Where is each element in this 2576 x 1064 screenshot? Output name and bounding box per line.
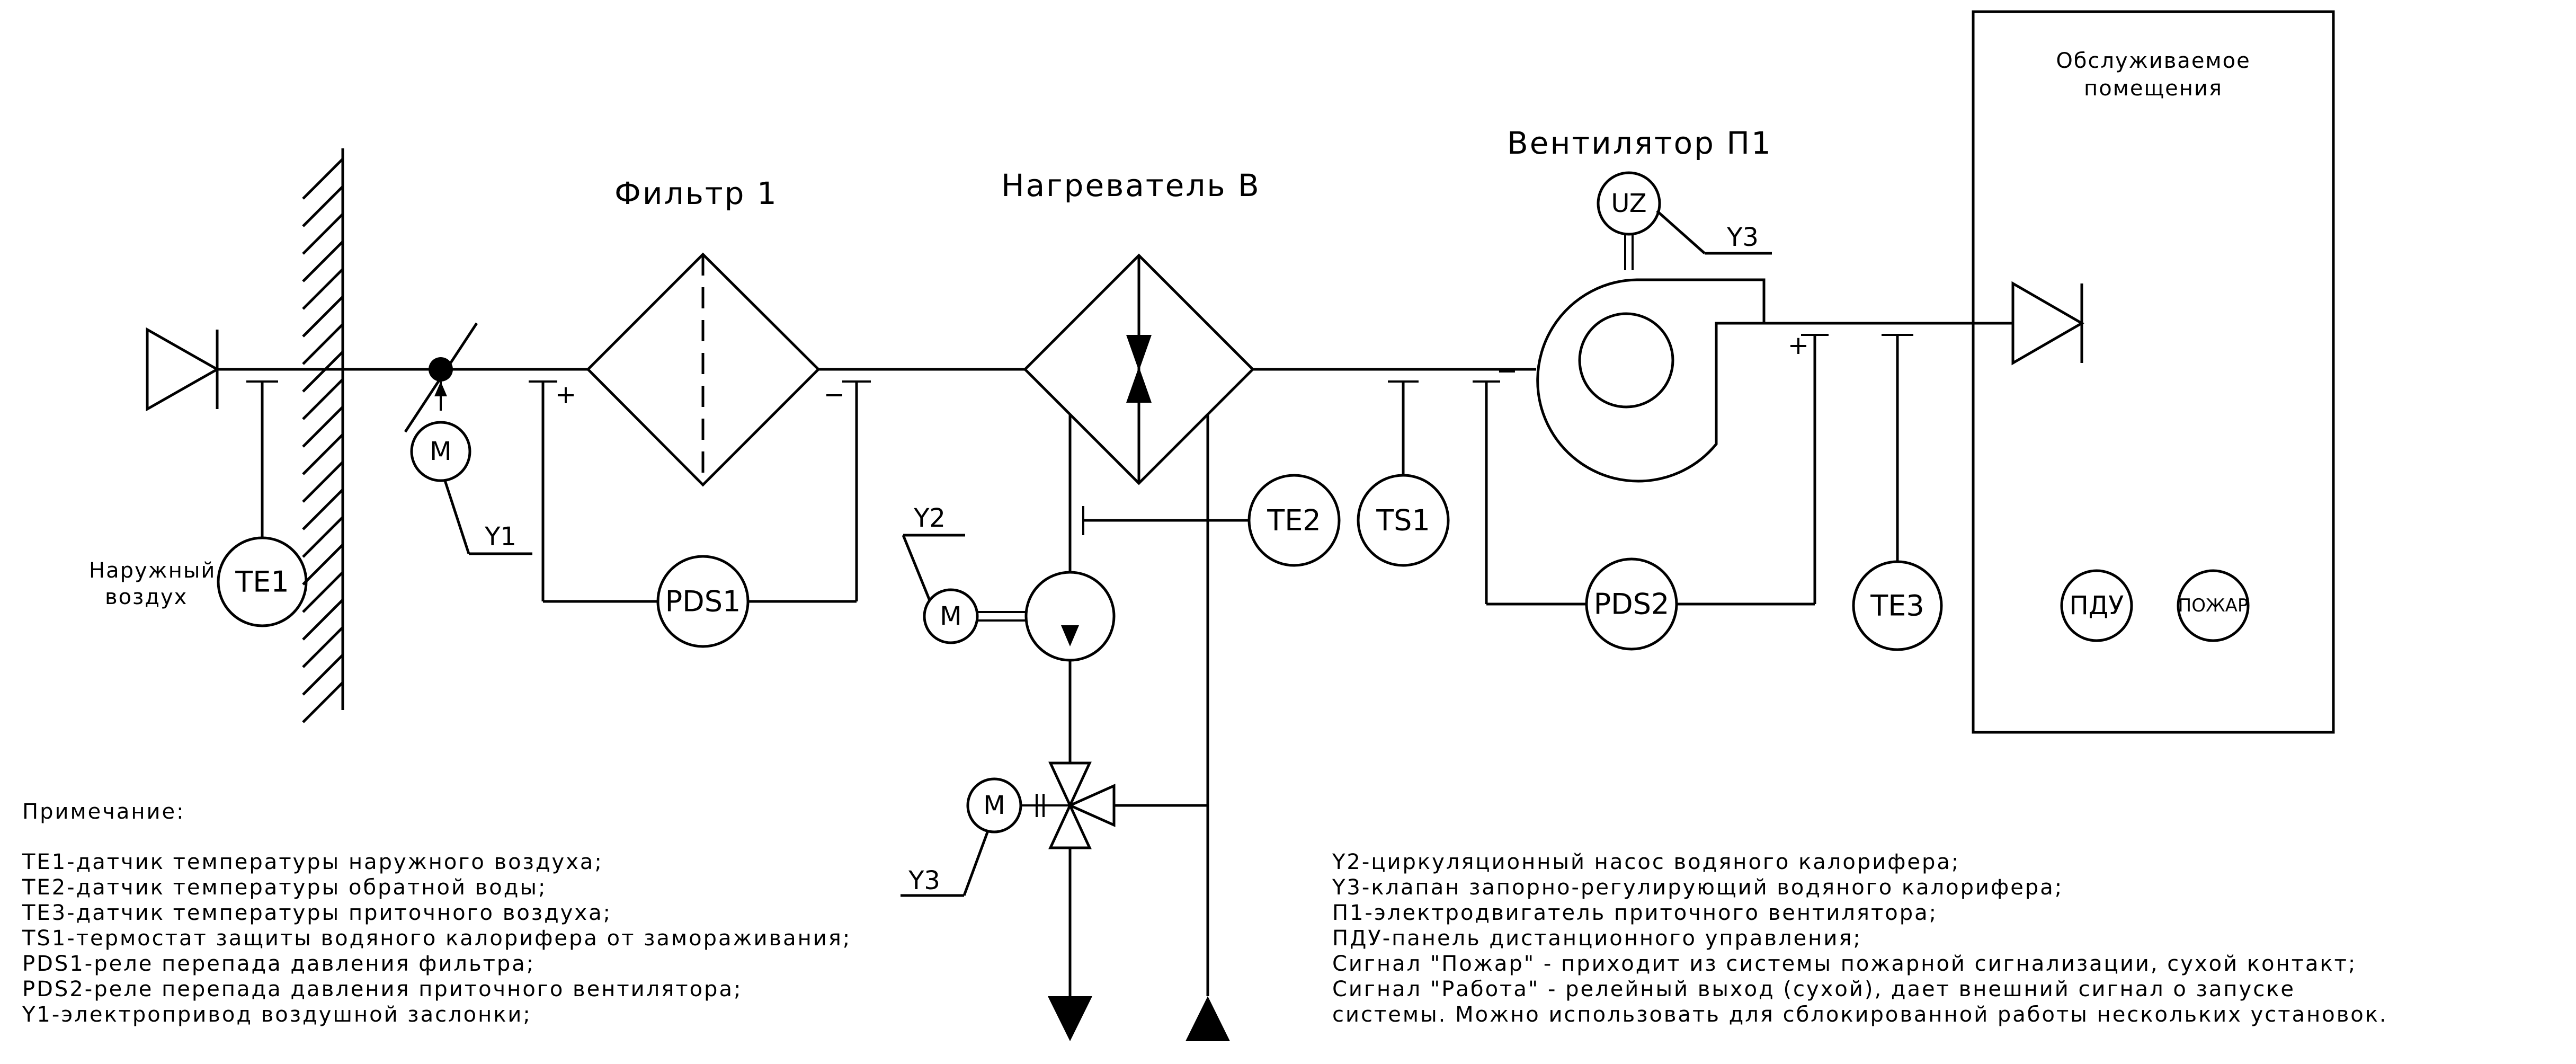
- note-line: Y3-клапан запорно-регулирующий водяного …: [1332, 875, 2063, 900]
- air-intake-arrow: [146, 327, 220, 412]
- wall-hatch-line: [302, 626, 344, 668]
- wall-hatch-line: [302, 213, 344, 255]
- notes-right: Y2-циркуляционный насос водяного калориф…: [1332, 850, 2388, 1027]
- outside-air-label-2: воздух: [105, 585, 188, 609]
- pdu-panel: [2060, 569, 2133, 642]
- damper-motor-icon: [410, 421, 532, 555]
- room-title-1: Обслуживаемое: [2056, 49, 2250, 73]
- pds2-minus-sign: −: [1496, 356, 1518, 386]
- note-line: Y1-электропривод воздушной заслонки;: [22, 1003, 532, 1027]
- uz-sensor: [1597, 171, 1772, 255]
- notes-left: TE1-датчик температуры наружного воздуха…: [22, 850, 851, 1027]
- y3-valve-label: Y3: [908, 866, 940, 895]
- note-line: Сигнал "Работа" - релейный выход (сухой)…: [1332, 977, 2295, 1001]
- y1-label: Y1: [484, 522, 516, 552]
- wall-hatch-line: [302, 599, 344, 641]
- uz-label: UZ: [1611, 189, 1646, 218]
- wall-hatch-line: [302, 268, 344, 310]
- building-wall: [302, 148, 344, 723]
- pds2-plus-sign: +: [1788, 331, 1809, 360]
- wall-hatch-line: [302, 185, 344, 227]
- pds1-label: PDS1: [665, 585, 741, 618]
- damper-motor-label: M: [430, 437, 451, 466]
- fan-title: Вентилятор П1: [1507, 125, 1772, 161]
- wall-hatch-line: [302, 323, 344, 365]
- ts1-label: TS1: [1376, 504, 1430, 537]
- wall-hatch-line: [302, 654, 344, 696]
- te2-sensor: [1082, 474, 1341, 567]
- wall-hatch-line: [302, 433, 344, 475]
- note-line: TE2-датчик температуры обратной воды;: [22, 875, 547, 900]
- outside-air-label-1: Наружный: [89, 558, 216, 583]
- wall-hatch-line: [302, 241, 344, 282]
- fire-signal: [2177, 569, 2250, 642]
- note-line: TE3-датчик температуры приточного воздух…: [22, 901, 612, 925]
- note-line: PDS2-реле перепада давления приточного в…: [22, 977, 742, 1001]
- wall-hatch-line: [302, 571, 344, 613]
- note-line: Сигнал "Пожар" - приходит из системы пож…: [1332, 952, 2357, 976]
- note-line: PDS1-реле перепада давления фильтра;: [22, 952, 535, 976]
- wall-hatch-line: [302, 378, 344, 420]
- y3-fan-label: Y3: [1726, 223, 1759, 252]
- filter-title: Фильтр 1: [614, 175, 778, 211]
- te2-label: TE2: [1267, 504, 1321, 537]
- pump-motor-icon: [902, 534, 979, 644]
- wall-hatch-line: [302, 544, 344, 586]
- wall-hatch-line: [302, 296, 344, 338]
- pump-icon: [977, 571, 1116, 662]
- te1-label: TE1: [235, 565, 289, 599]
- note-line: системы. Можно использовать для сблокиро…: [1332, 1003, 2388, 1027]
- heater-title: Нагреватель В: [1001, 167, 1261, 203]
- three-way-valve-icon: [1021, 761, 1116, 849]
- ts1-sensor: [1357, 380, 1450, 567]
- pds2-sensor: [1473, 334, 1829, 651]
- pds1-sensor: [529, 380, 871, 648]
- air-damper: [404, 322, 478, 433]
- wall-hatch-line: [302, 516, 344, 558]
- wall-hatch-line: [302, 351, 344, 393]
- note-line: П1-электродвигатель приточного вентилято…: [1332, 901, 1938, 925]
- room-title-2: помещения: [2084, 76, 2223, 101]
- wall-hatch-line: [302, 406, 344, 448]
- pds1-plus-sign: +: [555, 380, 576, 410]
- te3-sensor: [1852, 334, 1943, 651]
- fan-icon: [1536, 227, 1766, 483]
- heater-icon: [1023, 253, 1255, 485]
- served-room-box: [1972, 10, 2335, 734]
- water-return-line: [1114, 414, 1230, 1041]
- valve-motor-icon: [901, 777, 1022, 897]
- pump-motor-label: M: [940, 601, 961, 631]
- fire-label: ПОЖАР: [2178, 595, 2249, 616]
- pds1-minus-sign: −: [824, 380, 845, 410]
- filter-icon: [586, 252, 821, 487]
- note-line: ПДУ-панель дистанционного управления;: [1332, 926, 1862, 951]
- notes-header: Примечание:: [22, 800, 185, 824]
- y2-label: Y2: [913, 503, 946, 533]
- room-supply-arrow: [2011, 281, 2085, 366]
- pds2-label: PDS2: [1594, 588, 1670, 621]
- te3-label: TE3: [1870, 589, 1924, 623]
- wall-hatch-line: [302, 681, 344, 723]
- wall-hatch-line: [302, 489, 344, 530]
- note-line: Y2-циркуляционный насос водяного калориф…: [1332, 850, 1960, 874]
- te1-sensor: [217, 380, 308, 627]
- water-supply-line: [1048, 414, 1092, 1041]
- note-line: TS1-термостат защиты водяного калорифера…: [22, 926, 851, 951]
- note-line: TE1-датчик температуры наружного воздуха…: [22, 850, 603, 874]
- wall-hatch-line: [302, 461, 344, 503]
- wall-hatch-line: [302, 158, 344, 200]
- pdu-label: ПДУ: [2070, 591, 2124, 620]
- valve-motor-label: M: [983, 791, 1005, 820]
